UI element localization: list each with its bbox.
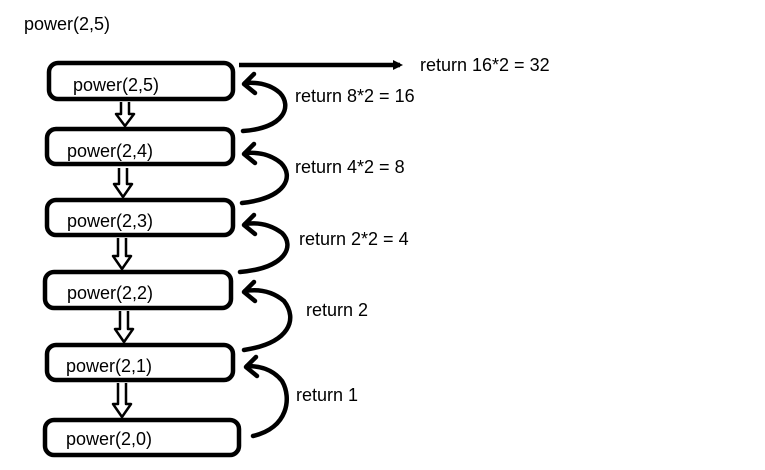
return-curve-arrow-icon	[237, 221, 290, 275]
call-label-3: power(2,3)	[67, 211, 153, 231]
down-arrow-icon	[111, 238, 133, 271]
return-label-1: return 16*2 = 32	[420, 55, 550, 75]
call-label-1: power(2,5)	[73, 75, 159, 95]
call-box-5: power(2,1)	[44, 342, 236, 383]
call-label-5: power(2,1)	[66, 356, 152, 376]
arrowhead-icon	[241, 141, 258, 166]
arrowhead-icon	[241, 279, 258, 304]
call-label-2: power(2,4)	[67, 141, 153, 161]
down-arrow-icon	[112, 168, 134, 199]
diagram-title: power(2,5)	[24, 14, 111, 34]
call-box-2: power(2,4)	[44, 126, 236, 167]
call-label-6: power(2,0)	[66, 429, 152, 449]
arrowhead-icon	[243, 354, 260, 379]
return-curve-arrow-icon	[239, 150, 290, 206]
return-label-3: return 4*2 = 8	[295, 157, 405, 177]
call-box-4: power(2,2)	[42, 269, 234, 311]
return-curve-arrow-icon	[241, 288, 293, 353]
return-label-2: return 8*2 = 16	[295, 86, 415, 106]
return-label-6: return 1	[296, 385, 358, 405]
return-label-5: return 2	[306, 300, 368, 320]
down-arrow-icon	[111, 383, 133, 419]
call-box-1: power(2,5)	[46, 60, 236, 102]
call-label-4: power(2,2)	[67, 283, 153, 303]
return-label-4: return 2*2 = 4	[299, 229, 409, 249]
arrowhead-icon	[241, 212, 258, 237]
return-curve-arrow-icon	[240, 80, 288, 134]
arrowhead-icon	[241, 71, 258, 96]
down-arrow-icon	[113, 311, 135, 344]
call-box-3: power(2,3)	[44, 197, 236, 238]
return-curve-arrow-icon	[244, 363, 290, 439]
down-arrow-icon	[114, 102, 136, 128]
call-box-6: power(2,0)	[42, 417, 242, 458]
